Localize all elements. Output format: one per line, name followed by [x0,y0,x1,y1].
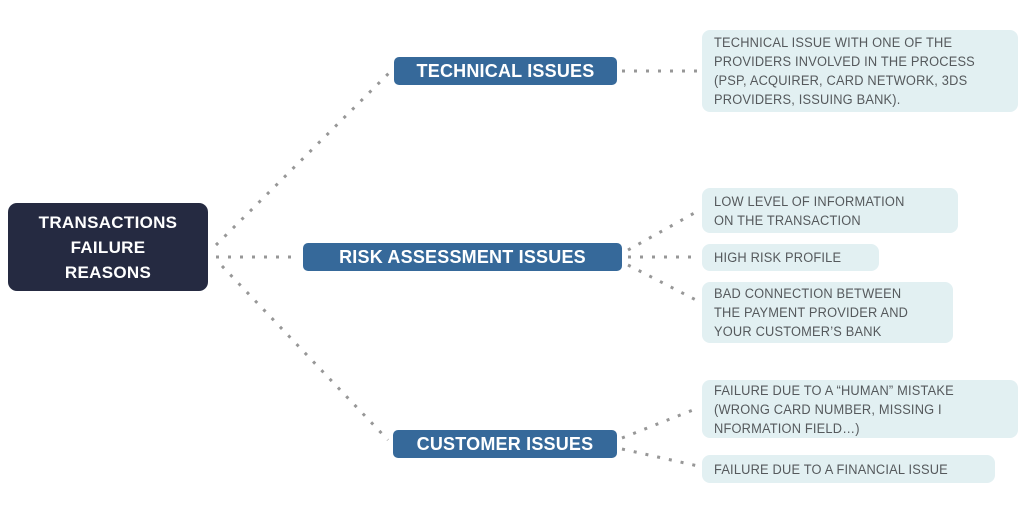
detail-box-technical-provider-issue: TECHNICAL ISSUE WITH ONE OF THE PROVIDER… [702,30,1018,112]
branch-node-customer-issues: CUSTOMER ISSUES [393,430,617,458]
detail-box-human-mistake: FAILURE DUE TO A “HUMAN” MISTAKE (WRONG … [702,380,1018,438]
detail-box-low-level-information: LOW LEVEL OF INFORMATION ON THE TRANSACT… [702,188,958,233]
detail-text: FAILURE DUE TO A FINANCIAL ISSUE [714,461,948,477]
connector-customer-detail-2 [621,447,699,468]
detail-text: FAILURE DUE TO A “HUMAN” MISTAKE (WRONG … [714,382,954,436]
connector-root-customer [220,264,390,442]
connector-risk-detail-1 [627,209,699,252]
connector-customer-detail-1 [621,406,699,440]
detail-text: HIGH RISK PROFILE [714,250,842,265]
connector-risk-detail-3 [627,263,699,303]
detail-text: BAD CONNECTION BETWEEN THE PAYMENT PROVI… [714,286,909,339]
detail-text: LOW LEVEL OF INFORMATION ON THE TRANSACT… [714,193,905,228]
connector-root-technical [214,70,392,247]
branch-node-technical-issues: TECHNICAL ISSUES [394,57,617,85]
branch-node-risk-assessment-issues: RISK ASSESSMENT ISSUES [303,243,622,271]
detail-box-high-risk-profile: HIGH RISK PROFILE [702,244,879,271]
root-node-transactions-failure-reasons: TRANSACTIONS FAILURE REASONS [8,203,208,291]
detail-text: TECHNICAL ISSUE WITH ONE OF THE PROVIDER… [714,35,975,107]
detail-box-financial-issue: FAILURE DUE TO A FINANCIAL ISSUE [702,455,995,483]
detail-box-bad-connection: BAD CONNECTION BETWEEN THE PAYMENT PROVI… [702,282,953,343]
